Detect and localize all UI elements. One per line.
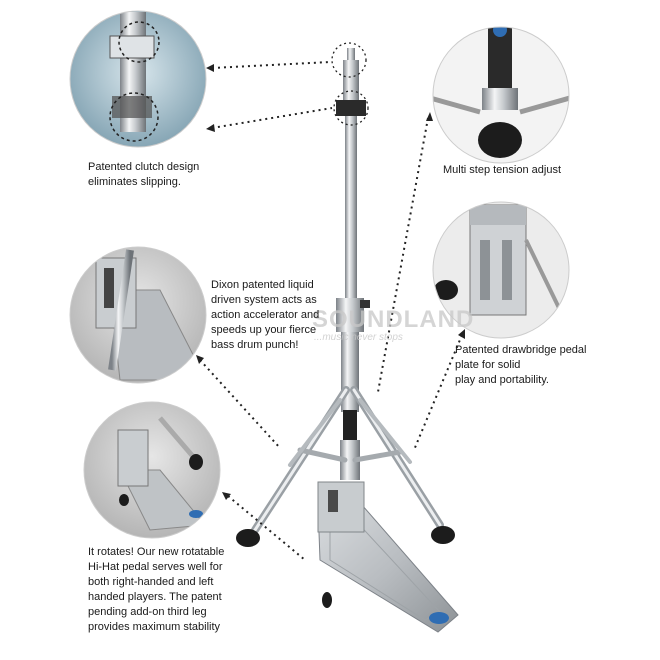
caption-line: Dixon patented liquid — [211, 279, 314, 291]
caption-line: It rotates! Our new rotatable — [88, 546, 225, 558]
pedal-footboard — [317, 481, 459, 633]
liquid-drive-photo — [70, 247, 206, 383]
caption-drawbridge: Patented drawbridge pedal plate for soli… — [455, 343, 586, 388]
caption-line: pending add-on third leg — [88, 606, 207, 618]
liquid-drive-photo-border — [69, 246, 207, 384]
leader-arrowheads — [196, 64, 465, 500]
caption-clutch: Patented clutch design eliminates slippi… — [88, 160, 199, 190]
caption-line: speeds up your fierce — [211, 324, 317, 336]
clutch-photo — [70, 11, 206, 147]
caption-line: both right-handed and left — [88, 576, 214, 588]
caption-line: handed players. The patent — [88, 591, 222, 603]
caption-line: Hi-Hat pedal serves well for — [88, 561, 223, 573]
caption-line: play and portability. — [455, 374, 549, 386]
rotatable-pedal-photo-border — [83, 401, 221, 539]
caption-line: eliminates slipping. — [88, 176, 181, 188]
clutch-photo-border — [69, 10, 207, 148]
caption-tension: Multi step tension adjust — [443, 163, 561, 178]
rotatable-pedal-photo — [84, 402, 220, 538]
center-rod — [336, 48, 370, 480]
drawbridge-photo-border — [432, 201, 570, 339]
tension-photo-border — [432, 26, 570, 164]
watermark-tagline: ...music never stops — [314, 332, 403, 343]
drawbridge-photo — [433, 202, 569, 338]
watermark-main-text: SOUNDLAND — [312, 306, 475, 333]
caption-line: action accelerator and — [211, 309, 320, 321]
tension-photo — [433, 27, 569, 163]
caption-line: provides maximum stability — [88, 621, 221, 633]
caption-line: Patented clutch design — [88, 161, 200, 173]
caption-liquid-drive: Dixon patented liquid driven system acts… — [211, 278, 319, 353]
soundland-watermark: SOUNDLAND ...music never stops — [312, 306, 474, 343]
caption-line: Multi step tension adjust — [443, 164, 562, 176]
caption-rotatable: It rotates! Our new rotatable Hi-Hat ped… — [88, 545, 224, 635]
caption-line: plate for solid — [455, 359, 521, 371]
clutch-lower-highlight-ring — [333, 90, 369, 126]
leader-lines — [199, 61, 463, 561]
caption-line: Patented drawbridge pedal — [455, 344, 587, 356]
clutch-highlight-ring — [331, 42, 367, 78]
caption-line: driven system acts as — [211, 294, 317, 306]
caption-line: bass drum punch! — [211, 339, 299, 351]
tripod-legs — [236, 386, 455, 608]
